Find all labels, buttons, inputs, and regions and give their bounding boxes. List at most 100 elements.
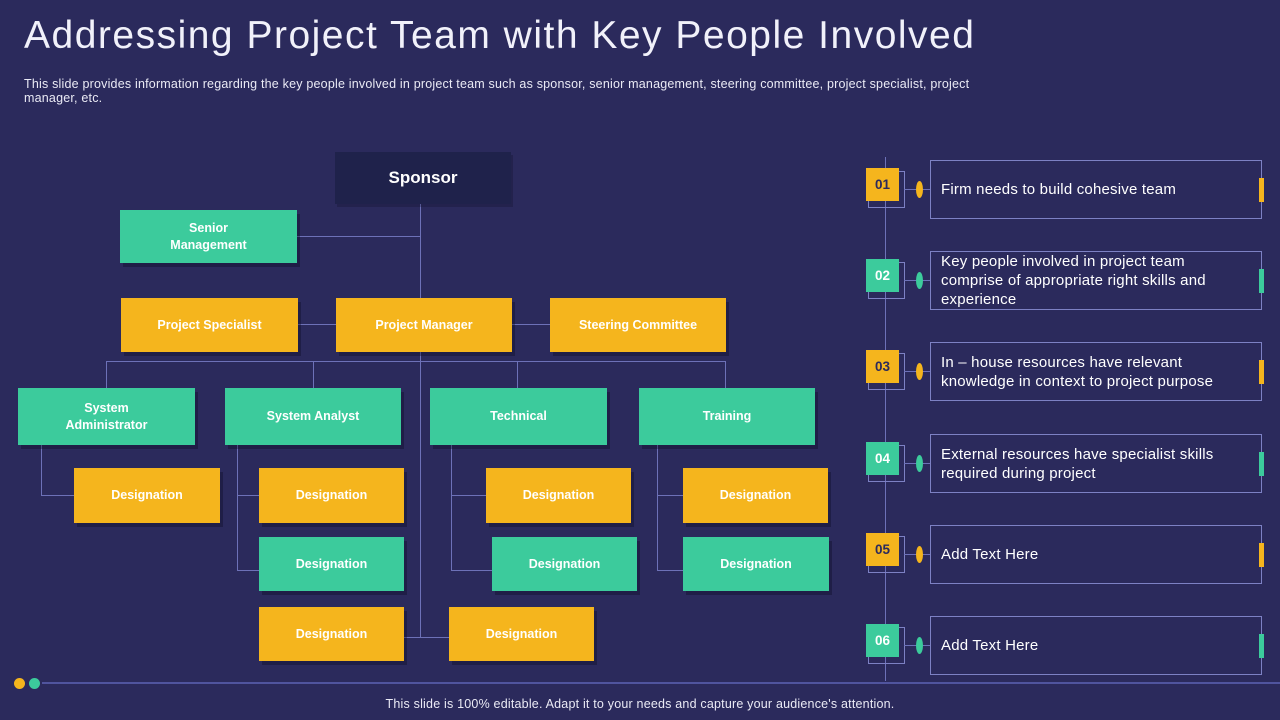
org-node-steering-committee[interactable]: Steering Committee xyxy=(550,298,726,352)
connector-marker-icon xyxy=(916,363,923,380)
org-node-designation[interactable]: Designation xyxy=(683,537,829,591)
number-badge: 03 xyxy=(866,350,899,383)
number-badge: 04 xyxy=(866,442,899,475)
panel-item-03: 03 In – house resources have relevant kn… xyxy=(866,342,1264,401)
org-node-label: System Analyst xyxy=(266,409,360,424)
accent-bar xyxy=(1259,542,1264,567)
org-node-label: Technical xyxy=(490,409,547,424)
org-node-designation[interactable]: Designation xyxy=(259,607,404,661)
panel-item-box[interactable]: In – house resources have relevant knowl… xyxy=(930,342,1264,401)
org-node-label: Designation xyxy=(295,626,368,641)
org-node-sponsor[interactable]: Sponsor xyxy=(335,152,511,204)
footer-note: This slide is 100% editable. Adapt it to… xyxy=(385,697,895,711)
org-node-label: Designation xyxy=(720,556,792,571)
connector-line xyxy=(404,637,450,638)
connector-marker-icon xyxy=(916,546,923,563)
connector-line xyxy=(41,445,42,496)
connector-marker-icon xyxy=(916,181,923,198)
number-badge: 06 xyxy=(866,624,899,657)
org-node-designation[interactable]: Designation xyxy=(74,468,220,523)
connector-line xyxy=(657,445,658,571)
panel-connector-line xyxy=(885,157,886,681)
connector-line xyxy=(41,495,75,496)
panel-item-05: 05 Add Text Here xyxy=(866,525,1264,584)
org-node-label: Training xyxy=(702,409,752,424)
org-node-project-specialist[interactable]: Project Specialist xyxy=(121,298,298,352)
connector-line xyxy=(237,570,260,571)
accent-bar xyxy=(1259,268,1264,293)
org-node-label: Project Specialist xyxy=(157,317,262,332)
panel-item-text: Add Text Here xyxy=(941,546,1039,563)
connector-line xyxy=(106,361,726,362)
connector-line xyxy=(657,570,684,571)
org-node-label: Designation xyxy=(719,488,792,503)
connector-line xyxy=(725,361,726,388)
org-node-designation[interactable]: Designation xyxy=(259,537,404,591)
org-node-label: Designation xyxy=(295,556,368,571)
org-node-designation[interactable]: Designation xyxy=(259,468,404,523)
panel-item-text: Add Text Here xyxy=(941,637,1039,654)
connector-line xyxy=(298,324,336,325)
org-node-label: Designation xyxy=(522,488,595,503)
accent-bar xyxy=(1259,451,1264,476)
connector-line xyxy=(237,445,238,571)
panel-item-box[interactable]: External resources have specialist skill… xyxy=(930,434,1264,493)
connector-line xyxy=(420,204,421,638)
org-node-label: Project Manager xyxy=(375,317,473,332)
accent-bar xyxy=(1259,177,1264,202)
slide-subtitle: This slide provides information regardin… xyxy=(24,77,970,105)
org-node-senior-management[interactable]: Senior Management xyxy=(120,210,297,263)
org-node-project-manager[interactable]: Project Manager xyxy=(336,298,512,352)
panel-item-04: 04 External resources have specialist sk… xyxy=(866,434,1264,493)
org-node-designation[interactable]: Designation xyxy=(449,607,594,661)
panel-item-01: 01 Firm needs to build cohesive team xyxy=(866,160,1264,219)
panel-item-06: 06 Add Text Here xyxy=(866,616,1264,675)
org-node-label: Steering Committee xyxy=(578,317,698,332)
org-node-label: Senior Management xyxy=(170,220,247,252)
accent-bar xyxy=(1259,633,1264,658)
connector-line xyxy=(313,361,314,388)
org-node-label: Designation xyxy=(111,488,183,503)
org-node-label: Sponsor xyxy=(388,167,458,187)
panel-item-box[interactable]: Add Text Here xyxy=(930,525,1264,584)
accent-bar xyxy=(1259,359,1264,384)
connector-line xyxy=(512,324,550,325)
org-node-label: System Administrator xyxy=(65,400,148,432)
org-node-designation[interactable]: Designation xyxy=(492,537,637,591)
number-badge: 05 xyxy=(866,533,899,566)
number-badge: 02 xyxy=(866,259,899,292)
footer-dot-teal-icon xyxy=(29,678,40,689)
connector-line xyxy=(451,445,452,571)
panel-item-text: In – house resources have relevant knowl… xyxy=(941,353,1214,390)
panel-item-box[interactable]: Key people involved in project team comp… xyxy=(930,251,1264,310)
footer-divider xyxy=(42,682,1280,684)
number-badge: 01 xyxy=(866,168,899,201)
org-node-designation[interactable]: Designation xyxy=(486,468,631,523)
org-node-training[interactable]: Training xyxy=(639,388,815,445)
org-node-system-administrator[interactable]: System Administrator xyxy=(18,388,195,445)
panel-item-text: Firm needs to build cohesive team xyxy=(941,181,1177,198)
org-node-system-analyst[interactable]: System Analyst xyxy=(225,388,401,445)
panel-item-02: 02 Key people involved in project team c… xyxy=(866,251,1264,310)
org-node-label: Designation xyxy=(528,556,601,571)
connector-line xyxy=(237,495,260,496)
footer-dot-yellow-icon xyxy=(14,678,25,689)
connector-marker-icon xyxy=(916,455,923,472)
connector-marker-icon xyxy=(916,272,923,289)
org-node-technical[interactable]: Technical xyxy=(430,388,607,445)
connector-line xyxy=(517,361,518,388)
panel-item-text: Key people involved in project team comp… xyxy=(941,253,1206,308)
connector-line xyxy=(657,495,684,496)
connector-line xyxy=(106,361,107,388)
org-node-designation[interactable]: Designation xyxy=(683,468,828,523)
panel-item-box[interactable]: Firm needs to build cohesive team xyxy=(930,160,1264,219)
panel-item-box[interactable]: Add Text Here xyxy=(930,616,1264,675)
connector-line xyxy=(297,236,421,237)
page-title: Addressing Project Team with Key People … xyxy=(24,14,976,57)
connector-marker-icon xyxy=(916,637,923,654)
connector-line xyxy=(451,570,493,571)
panel-item-text: External resources have specialist skill… xyxy=(941,445,1214,482)
org-node-label: Designation xyxy=(295,488,368,503)
org-node-label: Designation xyxy=(485,626,558,641)
